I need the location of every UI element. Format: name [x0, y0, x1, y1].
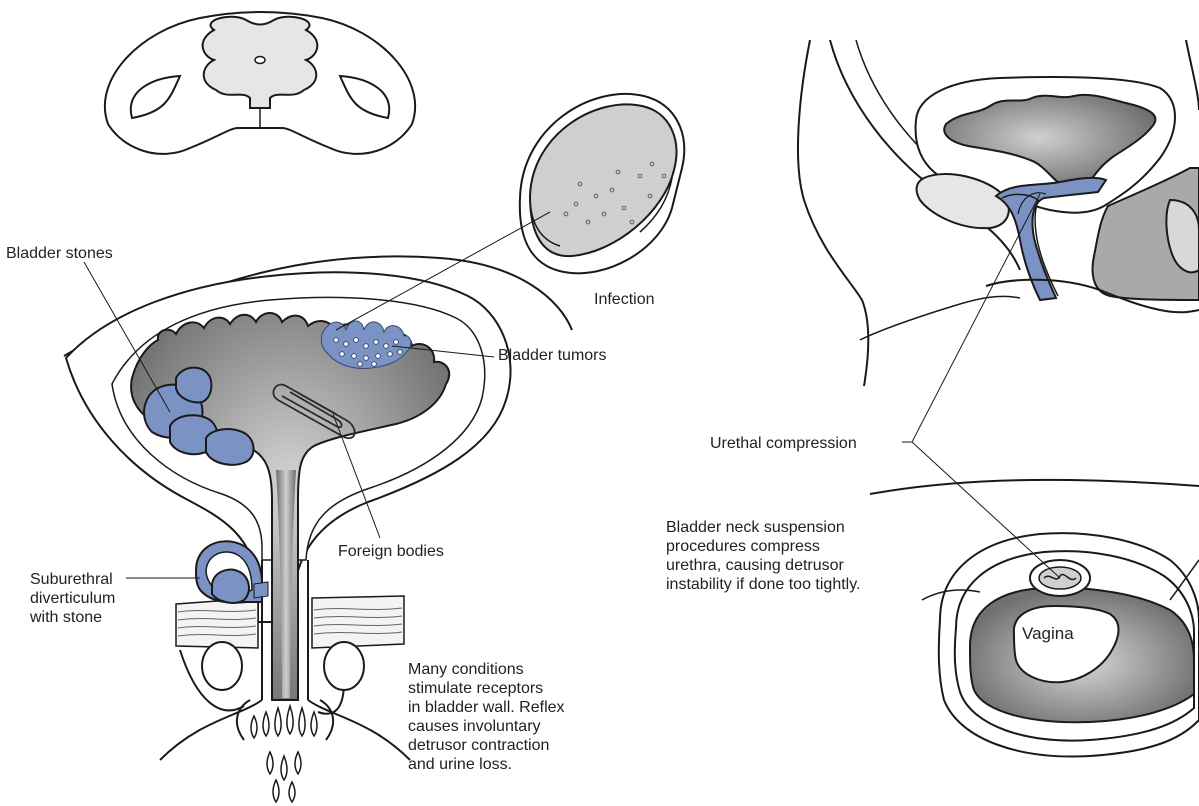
label-suburethral-diverticulum: Suburethral diverticulum with stone — [30, 570, 115, 627]
label-urethral-compression: Urethal compression — [710, 434, 857, 453]
label-foreign-bodies: Foreign bodies — [338, 542, 444, 561]
label-bladder-tumors: Bladder tumors — [498, 346, 607, 365]
label-vagina: Vagina — [1022, 624, 1074, 643]
label-infection: Infection — [594, 290, 654, 309]
axial-urethra-section — [870, 480, 1199, 757]
label-many-conditions: Many conditions stimulate receptors in b… — [408, 660, 565, 774]
label-bladder-stones: Bladder stones — [6, 244, 113, 263]
spinal-cord-section — [105, 12, 415, 154]
petri-dish — [520, 94, 684, 273]
label-bladder-neck-suspension: Bladder neck suspension procedures compr… — [666, 518, 860, 594]
urine-drops — [251, 706, 317, 802]
sagittal-pelvis-section — [808, 40, 1199, 357]
